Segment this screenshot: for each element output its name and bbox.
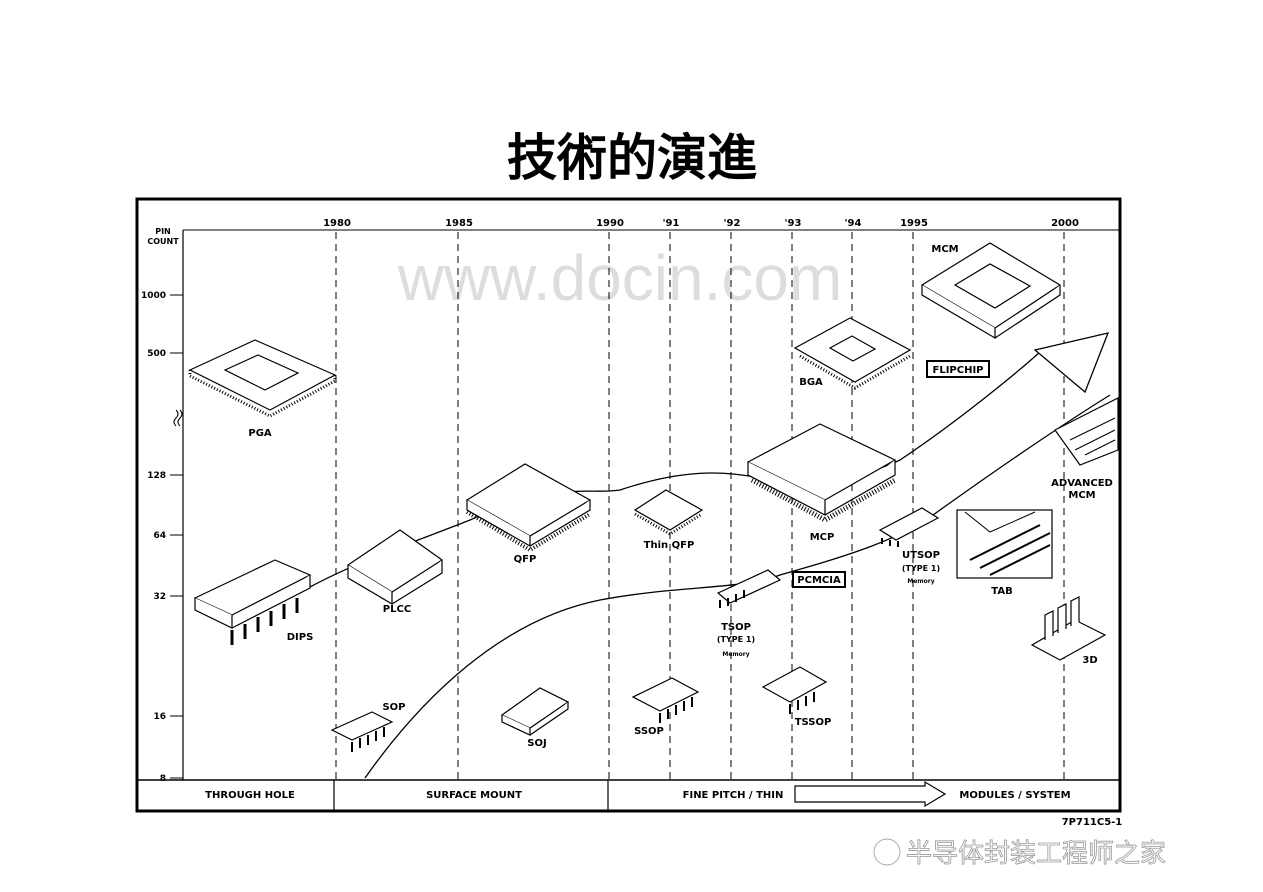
bga-package-icon [793,317,912,390]
y-tick-label: 64 [153,531,166,541]
tsop-package-icon [716,569,782,608]
x-tick-label: 1990 [596,218,624,229]
label-tsop: TSOP [721,622,751,633]
tssop-package-icon [761,666,828,714]
label-3d: 3D [1082,655,1097,666]
label-thin-qfp: Thin QFP [644,540,695,551]
mcm-package-icon [920,242,1062,340]
x-tick-label: '94 [845,218,862,229]
x-tick-label: '93 [785,218,802,229]
wechat-icon [873,838,901,866]
qfp-package-icon [465,463,592,553]
y-tick-label: 1000 [141,291,166,301]
footer-brand: 半导体封装工程师之家 [873,838,1166,869]
watermark: www.docin.com [397,242,843,314]
label-tsop-memory: Memory [722,651,749,658]
y-axis-label: COUNT [147,237,179,246]
x-tick-label: '92 [724,218,741,229]
package-labels: PGA DIPS PLCC SOP QFP SOJ Thin QFP TSOP … [248,244,1112,749]
label-utsop: UTSOP [902,550,940,561]
diagram-frame [135,197,1122,813]
y-tick-label: 8 [160,774,166,784]
3d-package-icon [1030,596,1107,661]
y-tick-label: 500 [147,349,166,359]
era-surface-mount: SURFACE MOUNT [426,790,522,801]
x-tick-label: 1980 [323,218,351,229]
x-ticks: 1980 1985 1990 '91 '92 '93 '94 1995 2000 [323,218,1079,780]
label-tsop-type: (TYPE 1) [717,635,755,644]
label-qfp: QFP [514,554,537,565]
label-sop: SOP [382,702,405,713]
y-ticks: 1000 500 128 64 32 16 8 [141,291,183,784]
era-fine-pitch: FINE PITCH / THIN [683,790,784,801]
axis-break-icon [173,409,183,427]
footer-brand-text: 半导体封装工程师之家 [906,839,1166,869]
era-arrow-icon [794,780,947,808]
label-dips: DIPS [287,632,314,643]
label-tab: TAB [991,586,1012,597]
dips-package-icon [193,559,312,645]
label-pcmcia: PCMCIA [797,575,841,586]
pcmcia-box [792,571,846,588]
label-pga: PGA [248,428,272,439]
upper-trend-curve [307,351,1041,589]
x-tick-label: 1985 [445,218,473,229]
y-tick-label: 32 [153,592,166,602]
label-utsop-type: (TYPE 1) [902,564,940,573]
upper-trend-arrowhead [1033,332,1110,394]
x-tick-label: 1995 [900,218,928,229]
era-modules-system: MODULES / SYSTEM [959,790,1070,801]
tab-package-icon [956,509,1053,579]
label-ssop: SSOP [634,726,664,737]
mcp-package-icon [746,423,897,523]
y-tick-label: 16 [153,712,166,722]
y-axis-label: PIN [155,227,171,236]
label-mcm: MCM [931,244,958,255]
label-soj: SOJ [527,738,546,749]
soj-package-icon [500,687,570,736]
label-advanced-mcm: ADVANCED [1051,478,1113,489]
figure-code: 7P711C5-1 [1062,817,1123,828]
label-flipchip: FLIPCHIP [932,365,983,376]
x-tick-label: '91 [663,218,680,229]
label-utsop-memory: Memory [907,578,934,585]
label-tssop: TSSOP [795,717,832,728]
page-title: 技術的演進 [507,128,757,187]
plcc-package-icon [346,529,444,606]
pga-package-icon [188,339,337,418]
x-tick-label: 2000 [1051,218,1079,229]
ssop-package-icon [631,677,700,723]
advanced-mcm-package-icon [1054,397,1119,466]
label-plcc: PLCC [383,604,411,615]
label-advanced-mcm-2: MCM [1068,490,1095,501]
label-bga: BGA [799,377,823,388]
label-mcp: MCP [810,532,835,543]
sop-package-icon [330,711,394,752]
y-tick-label: 128 [147,471,166,481]
thin-qfp-package-icon [633,489,704,536]
era-through-hole: THROUGH HOLE [205,790,295,801]
utsop-package-icon [878,507,940,547]
flipchip-box [926,360,990,378]
